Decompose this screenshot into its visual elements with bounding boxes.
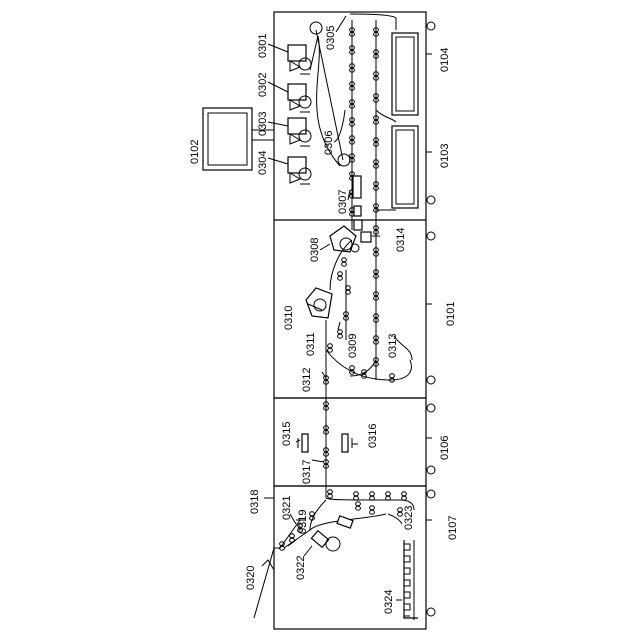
image-station-0301 [288, 45, 311, 74]
roller [370, 492, 375, 496]
image-station-0304 [288, 157, 311, 184]
roller [356, 506, 361, 510]
roller [338, 272, 343, 276]
roller [386, 492, 391, 496]
roller [338, 334, 343, 338]
roller [354, 492, 359, 496]
label-0101: 0101 [445, 302, 457, 326]
roller [402, 492, 407, 496]
label-0104: 0104 [439, 48, 451, 72]
inner-path [326, 240, 411, 498]
roller [338, 276, 343, 280]
image-station-0303 [288, 118, 311, 146]
roller [390, 374, 395, 378]
roller [328, 344, 333, 348]
discharge-tray-0320 [254, 548, 274, 618]
roller [342, 258, 347, 262]
output-tray-0324 [404, 540, 418, 620]
inspection-unit-0106 [298, 434, 352, 452]
image-station-0302 [288, 84, 311, 112]
label-0303: 0303 [257, 112, 269, 136]
label-0310: 0310 [283, 306, 295, 330]
label-0316: 0316 [367, 424, 379, 448]
roller [328, 494, 333, 498]
roller [328, 348, 333, 352]
label-0103: 0103 [439, 144, 451, 168]
roller [370, 510, 375, 514]
cooling-unit-0310 [306, 288, 332, 318]
label-0324: 0324 [383, 590, 395, 614]
registration-unit-0307 [353, 176, 371, 242]
label-0319: 0319 [297, 510, 309, 534]
roller [398, 508, 403, 512]
label-0318: 0318 [249, 490, 261, 514]
label-0302: 0302 [257, 73, 269, 97]
label-0305: 0305 [325, 26, 337, 50]
label-0313: 0313 [387, 334, 399, 358]
paper-tray-0103 [392, 126, 418, 208]
roller [328, 490, 333, 494]
punch-unit-0322 [311, 531, 340, 551]
label-0315: 0315 [281, 422, 293, 446]
label-0308: 0308 [309, 238, 321, 262]
label-0106: 0106 [439, 436, 451, 460]
paper-tray-0104 [392, 33, 418, 115]
staple-unit-0319 [337, 516, 353, 528]
label-0102: 0102 [189, 140, 201, 164]
roller [398, 512, 403, 516]
label-0321: 0321 [281, 496, 293, 520]
label-0322: 0322 [295, 556, 307, 580]
roller [338, 330, 343, 334]
label-0314: 0314 [395, 228, 407, 252]
label-0311: 0311 [305, 332, 317, 356]
label-0307: 0307 [337, 190, 349, 214]
roller [350, 366, 355, 370]
label-0306: 0306 [323, 131, 335, 155]
label-0317: 0317 [301, 460, 313, 484]
label-0301: 0301 [257, 34, 269, 58]
label-0323: 0323 [403, 506, 415, 530]
label-0304: 0304 [257, 151, 269, 175]
roller [342, 262, 347, 266]
label-0309: 0309 [347, 334, 359, 358]
roller [370, 506, 375, 510]
roller [356, 502, 361, 506]
label-0320: 0320 [245, 566, 257, 590]
label-0312: 0312 [301, 368, 313, 392]
label-0107: 0107 [447, 516, 459, 540]
frame-wheels [427, 22, 435, 616]
